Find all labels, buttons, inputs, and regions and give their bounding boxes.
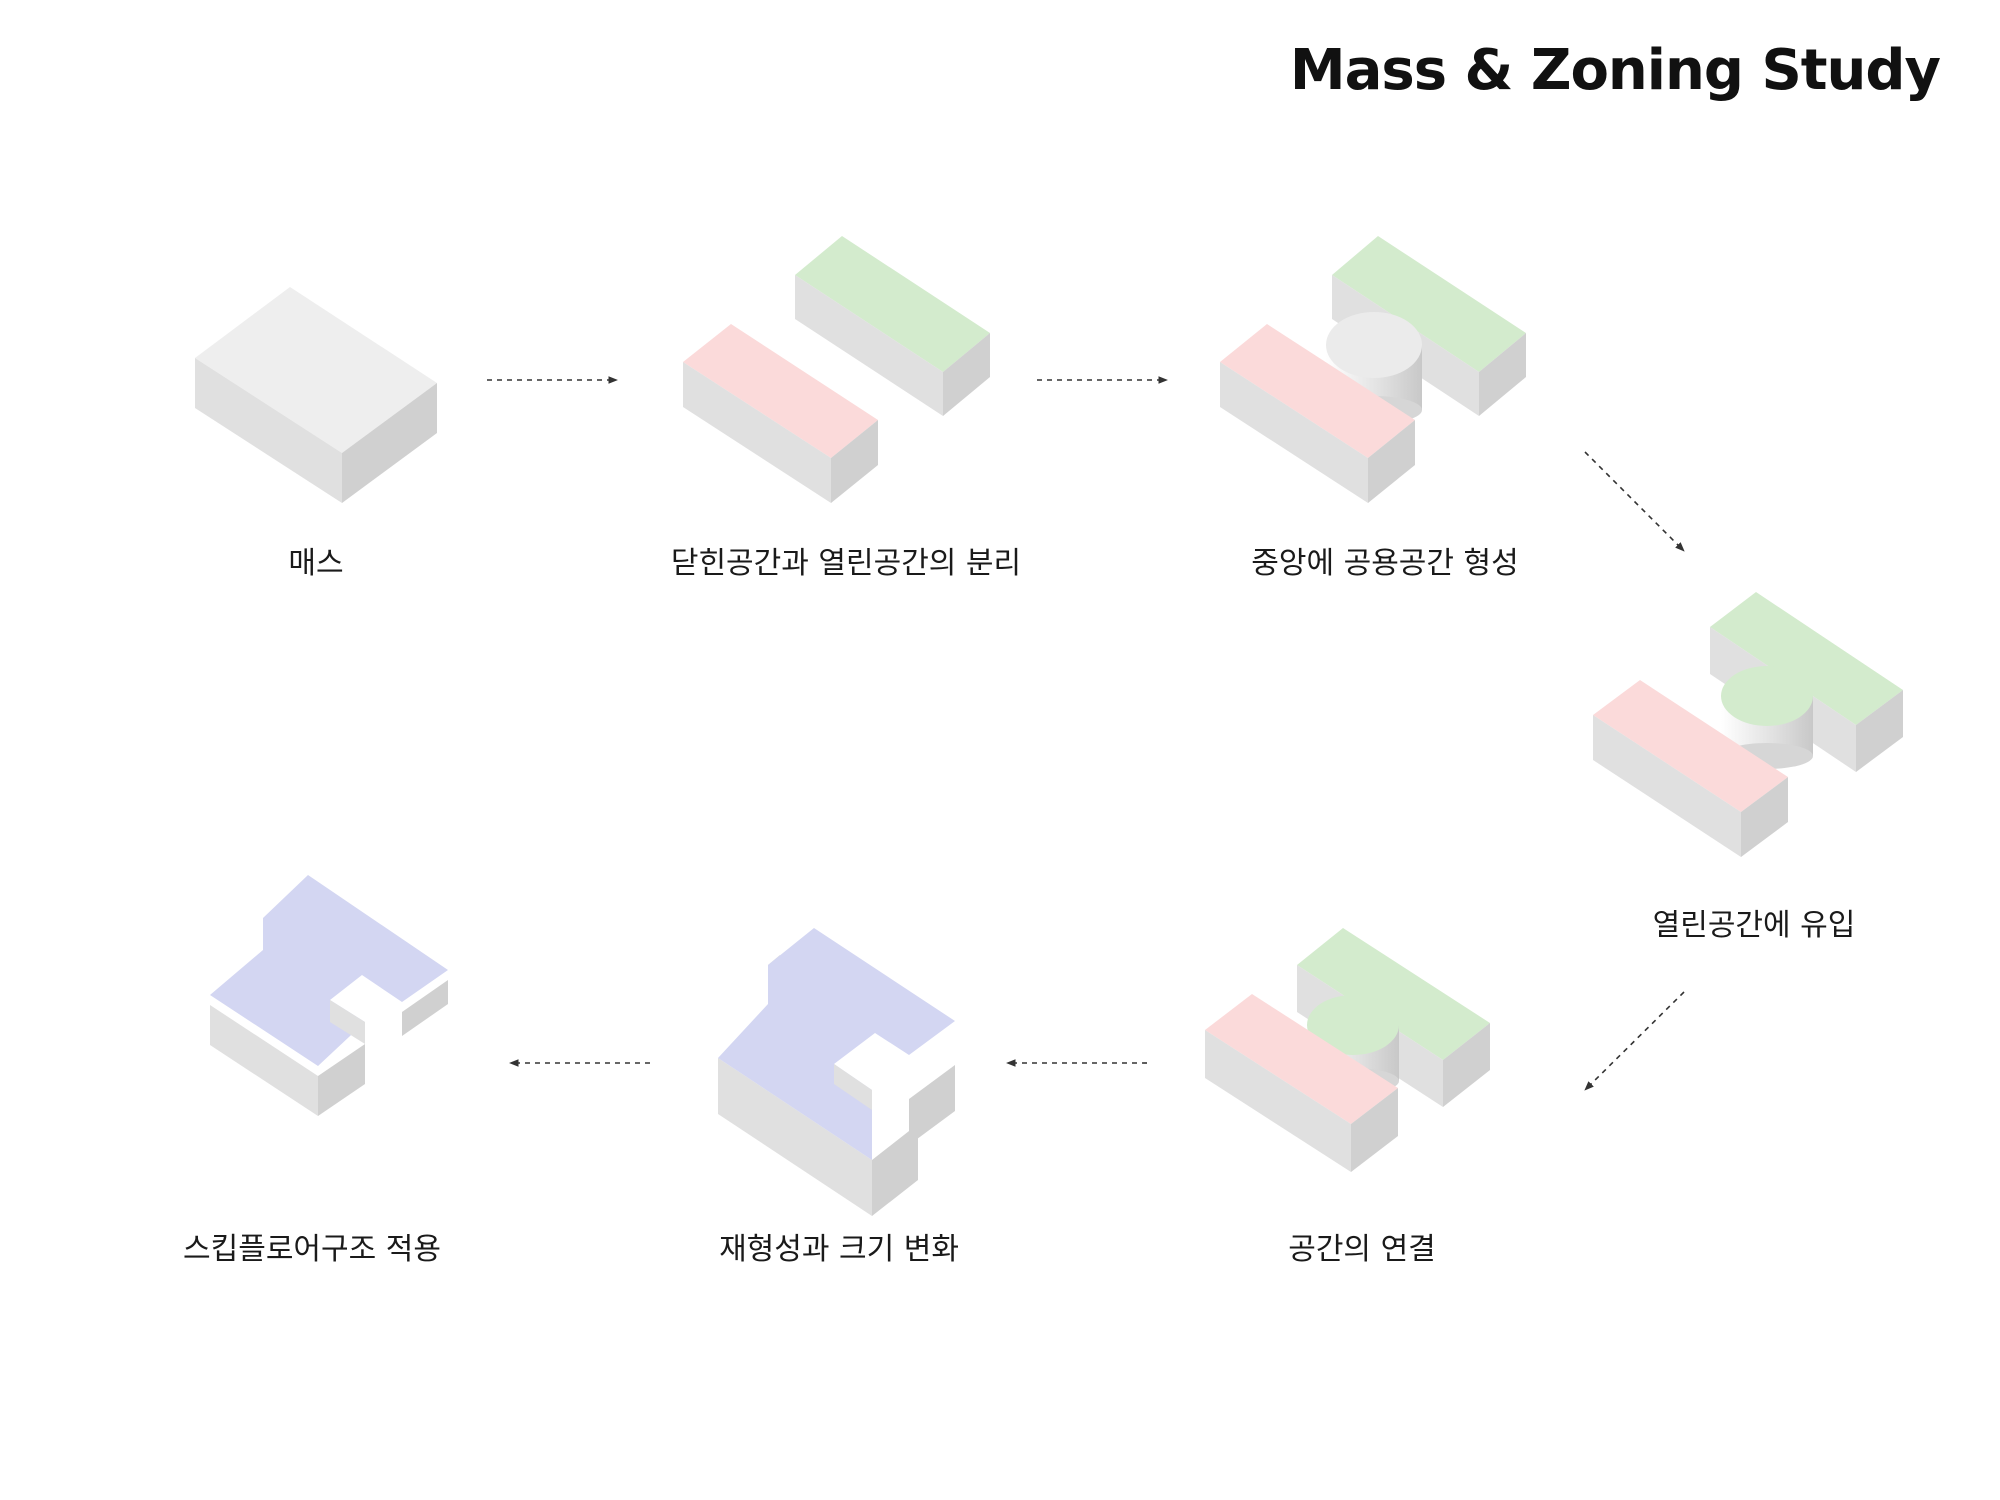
step-6-reshape-diagram bbox=[718, 928, 955, 1216]
step-label: 매스 bbox=[288, 546, 344, 581]
step-4-flow-diagram bbox=[1593, 592, 1903, 857]
step-label: 열린공간에 유입 bbox=[1652, 908, 1856, 943]
step-3-common-space-diagram bbox=[1220, 236, 1526, 503]
open-block bbox=[795, 236, 990, 416]
step-label: 닫힌공간과 열린공간의 분리 bbox=[670, 546, 1022, 581]
step-label: 중앙에 공용공간 형성 bbox=[1251, 546, 1519, 581]
step-5-connection-diagram bbox=[1205, 928, 1490, 1172]
closed-block bbox=[1205, 994, 1398, 1172]
step-1-mass-diagram bbox=[195, 287, 437, 503]
merged-zone-top bbox=[210, 875, 448, 1066]
step-label: 공간의 연결 bbox=[1288, 1232, 1436, 1267]
closed-block bbox=[683, 324, 878, 503]
closed-block bbox=[1593, 680, 1788, 857]
mass-top bbox=[195, 287, 437, 453]
arrow-step4-to-step5 bbox=[1584, 991, 1685, 1091]
step-7-skip-floor-diagram bbox=[210, 875, 448, 1116]
mass-side-right bbox=[342, 383, 437, 503]
page-title: Mass & Zoning Study bbox=[1289, 38, 1941, 103]
step-label: 재형성과 크기 변화 bbox=[719, 1232, 959, 1267]
closed-block bbox=[1220, 324, 1415, 503]
merged-zone-top bbox=[718, 928, 955, 1160]
green-cylinder bbox=[1721, 666, 1813, 769]
step-2-separation-diagram bbox=[683, 236, 990, 503]
arrow-step3-to-step4 bbox=[1584, 451, 1685, 552]
step-label: 스킵플로어구조 적용 bbox=[183, 1232, 441, 1267]
mass-side-left bbox=[195, 358, 342, 503]
